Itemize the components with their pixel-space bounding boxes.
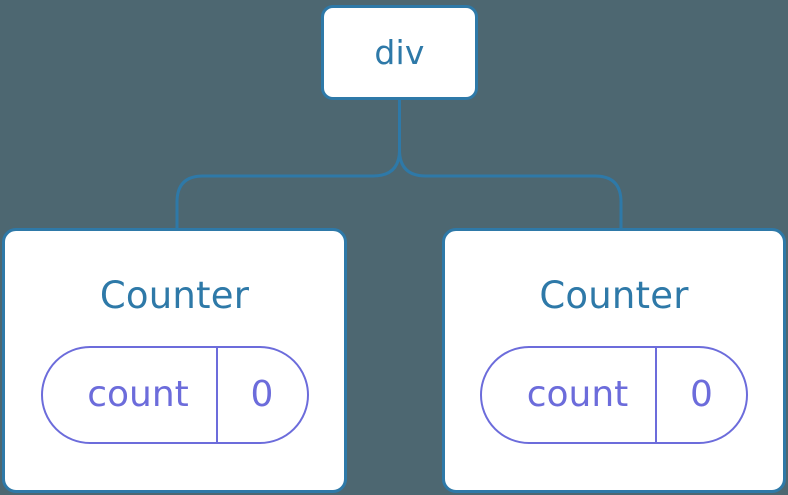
node-counter-left-label: Counter <box>99 274 250 317</box>
node-div[interactable]: div <box>321 5 478 100</box>
node-counter-right[interactable]: Counter count 0 <box>442 228 786 493</box>
state-pill-right[interactable]: count 0 <box>480 346 748 444</box>
state-pill-divider-left <box>215 348 218 442</box>
connector-root-to-left-counter <box>175 98 401 230</box>
state-pill-left[interactable]: count 0 <box>40 346 309 444</box>
state-value-right: 0 <box>690 374 713 415</box>
node-counter-right-label: Counter <box>539 274 689 317</box>
state-key-left: count <box>87 374 189 415</box>
node-div-label: div <box>374 33 425 72</box>
state-pill-divider-right <box>655 348 657 442</box>
state-key-right: count <box>526 374 629 415</box>
node-counter-left[interactable]: Counter count 0 <box>2 228 347 493</box>
state-value-left: 0 <box>250 374 274 415</box>
connector-root-to-right-counter <box>398 98 623 230</box>
